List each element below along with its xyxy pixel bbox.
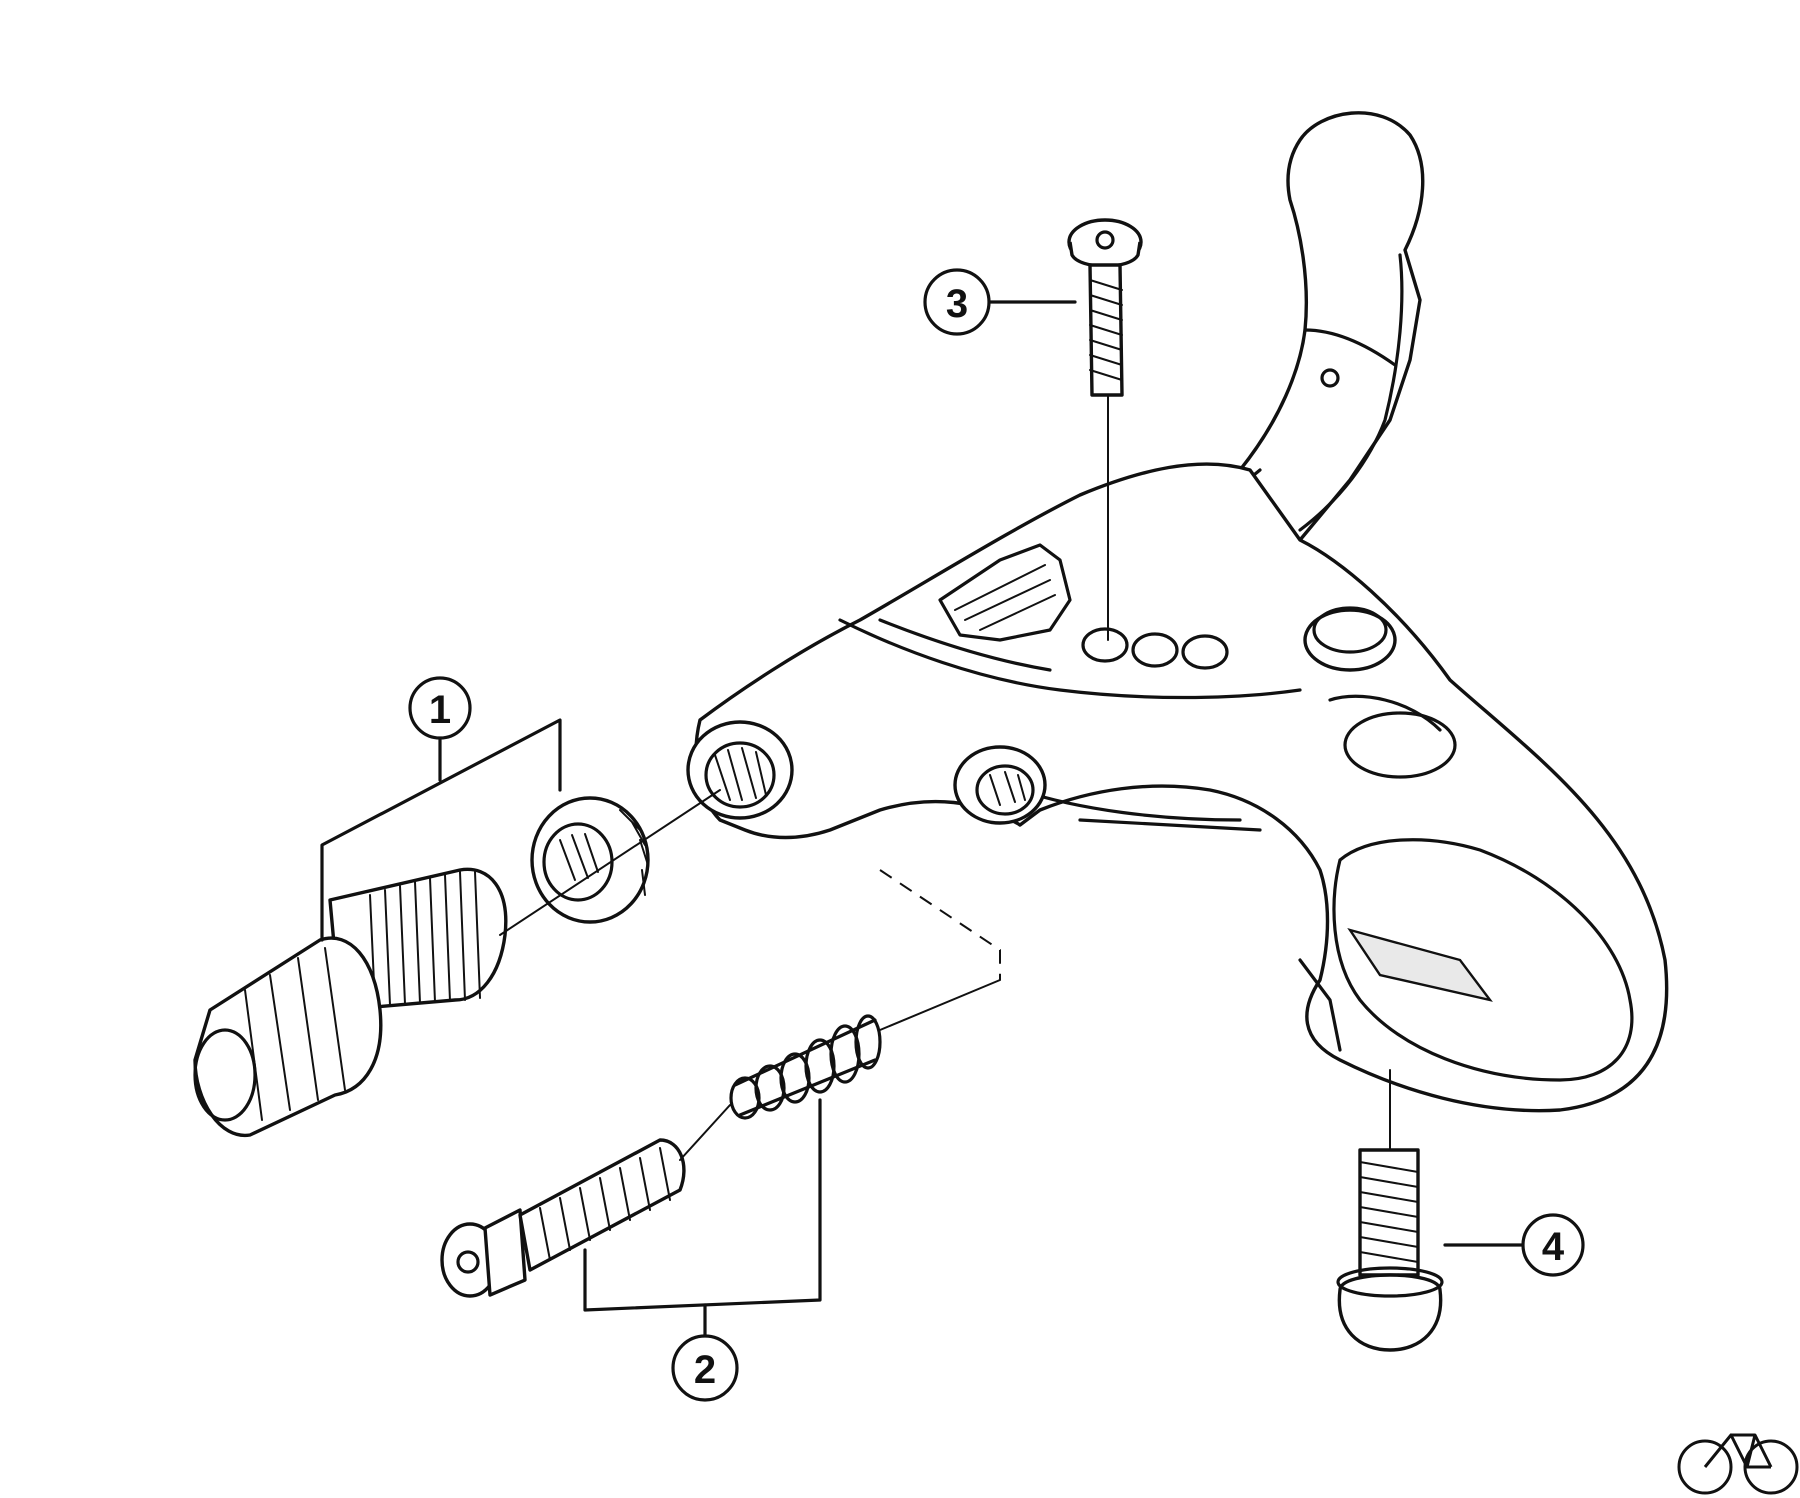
callout-2-label: 2 — [694, 1348, 716, 1392]
lever-body — [694, 462, 1669, 1113]
part-4-clamp-bolt — [1336, 1069, 1527, 1352]
barrel-socket — [686, 720, 794, 820]
handlebar-clamp — [1332, 838, 1634, 1082]
logo-mark — [938, 543, 1072, 642]
bicycle-icon — [1677, 1433, 1799, 1495]
callout-3: 3 — [923, 268, 991, 336]
adjuster-cap — [193, 936, 383, 1137]
return-spring — [729, 1014, 882, 1120]
callout-3-label: 3 — [946, 282, 968, 326]
part-1-cable-adjuster — [193, 718, 721, 1137]
callout-2: 2 — [671, 1334, 739, 1402]
adjust-screw — [440, 1138, 686, 1298]
callout-4: 4 — [1521, 1213, 1585, 1277]
reach-screw-hole — [953, 745, 1047, 825]
part-3-pivot-bolt — [988, 218, 1143, 641]
brake-lever-assembly — [686, 111, 1669, 1113]
callout-1-label: 1 — [429, 688, 451, 732]
callout-4-label: 4 — [1542, 1225, 1565, 1269]
callout-1: 1 — [408, 676, 472, 740]
part-2-adjust-screw-spring — [440, 869, 1001, 1337]
